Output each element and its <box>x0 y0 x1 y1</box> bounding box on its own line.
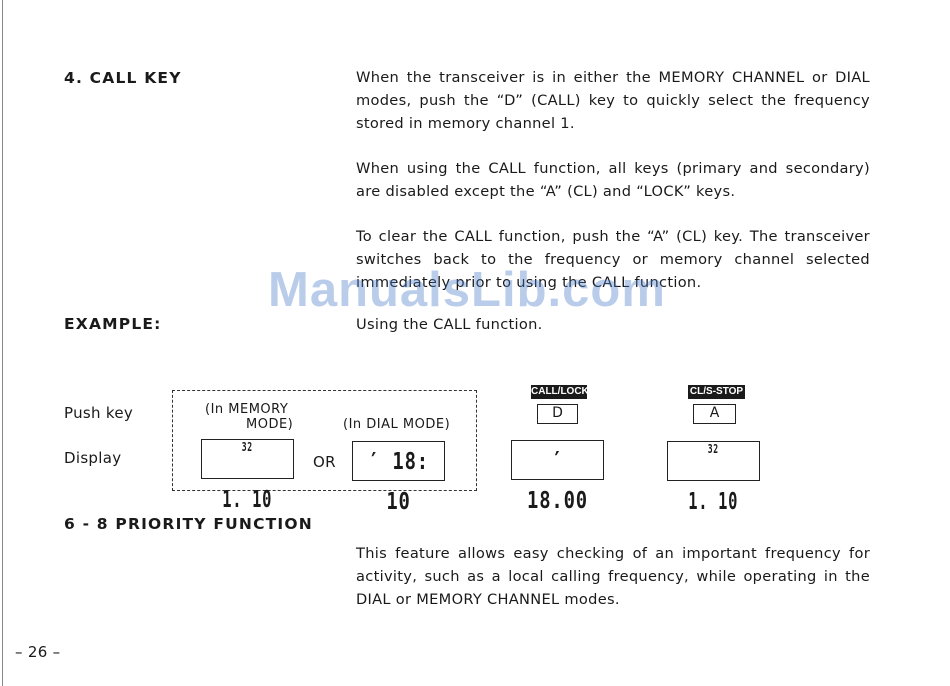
lcd-memory-channel: 32 <box>241 440 254 454</box>
example-intro: Using the CALL function. <box>356 316 543 333</box>
memory-mode-label-line2: MODE) <box>246 417 294 432</box>
or-label: OR <box>313 453 336 471</box>
display-label: Display <box>64 449 122 467</box>
d-key[interactable]: D <box>537 404 578 424</box>
lcd-clear-channel: 32 <box>707 442 720 456</box>
lcd-clear-freq: 1. 10 <box>688 489 739 515</box>
example-heading: EXAMPLE: <box>64 315 162 333</box>
dial-mode-label: (In DIAL MODE) <box>343 417 451 432</box>
lcd-after-call-text: ′ 18.00 <box>527 448 588 514</box>
call-key-heading: 4. CALL KEY <box>64 69 182 87</box>
lcd-after-clear: 32 1. 10 <box>667 441 760 515</box>
priority-function-heading: 6 - 8 PRIORITY FUNCTION <box>64 515 313 533</box>
lcd-memory-mode: 32 1. 10 <box>201 439 294 513</box>
a-key[interactable]: A <box>693 404 736 424</box>
memory-mode-label-line1: (In MEMORY <box>205 402 289 417</box>
call-paragraph-1: When the transceiver is in either the ME… <box>356 69 870 132</box>
page-edge-line <box>2 0 3 686</box>
push-key-label: Push key <box>64 404 134 422</box>
lcd-memory-freq: 1. 10 <box>222 487 273 513</box>
priority-paragraph: This feature allows easy checking of an … <box>356 545 870 608</box>
lcd-dial-mode-text: ′ 18: 10 <box>368 449 429 515</box>
lcd-dial-mode: ′ 18: 10 <box>352 441 445 515</box>
call-lock-key-badge: CALL/LOCK <box>531 385 589 399</box>
page-number: – 26 – <box>15 643 61 661</box>
cl-s-stop-key-badge: CL/S-STOP <box>688 385 745 399</box>
call-paragraph-3: To clear the CALL function, push the “A”… <box>356 228 870 291</box>
call-paragraph-2: When using the CALL function, all keys (… <box>356 160 870 200</box>
lcd-after-call: ′ 18.00 <box>511 440 604 514</box>
watermark: ManualsLib.com <box>268 263 666 317</box>
mode-group-box <box>172 390 477 491</box>
